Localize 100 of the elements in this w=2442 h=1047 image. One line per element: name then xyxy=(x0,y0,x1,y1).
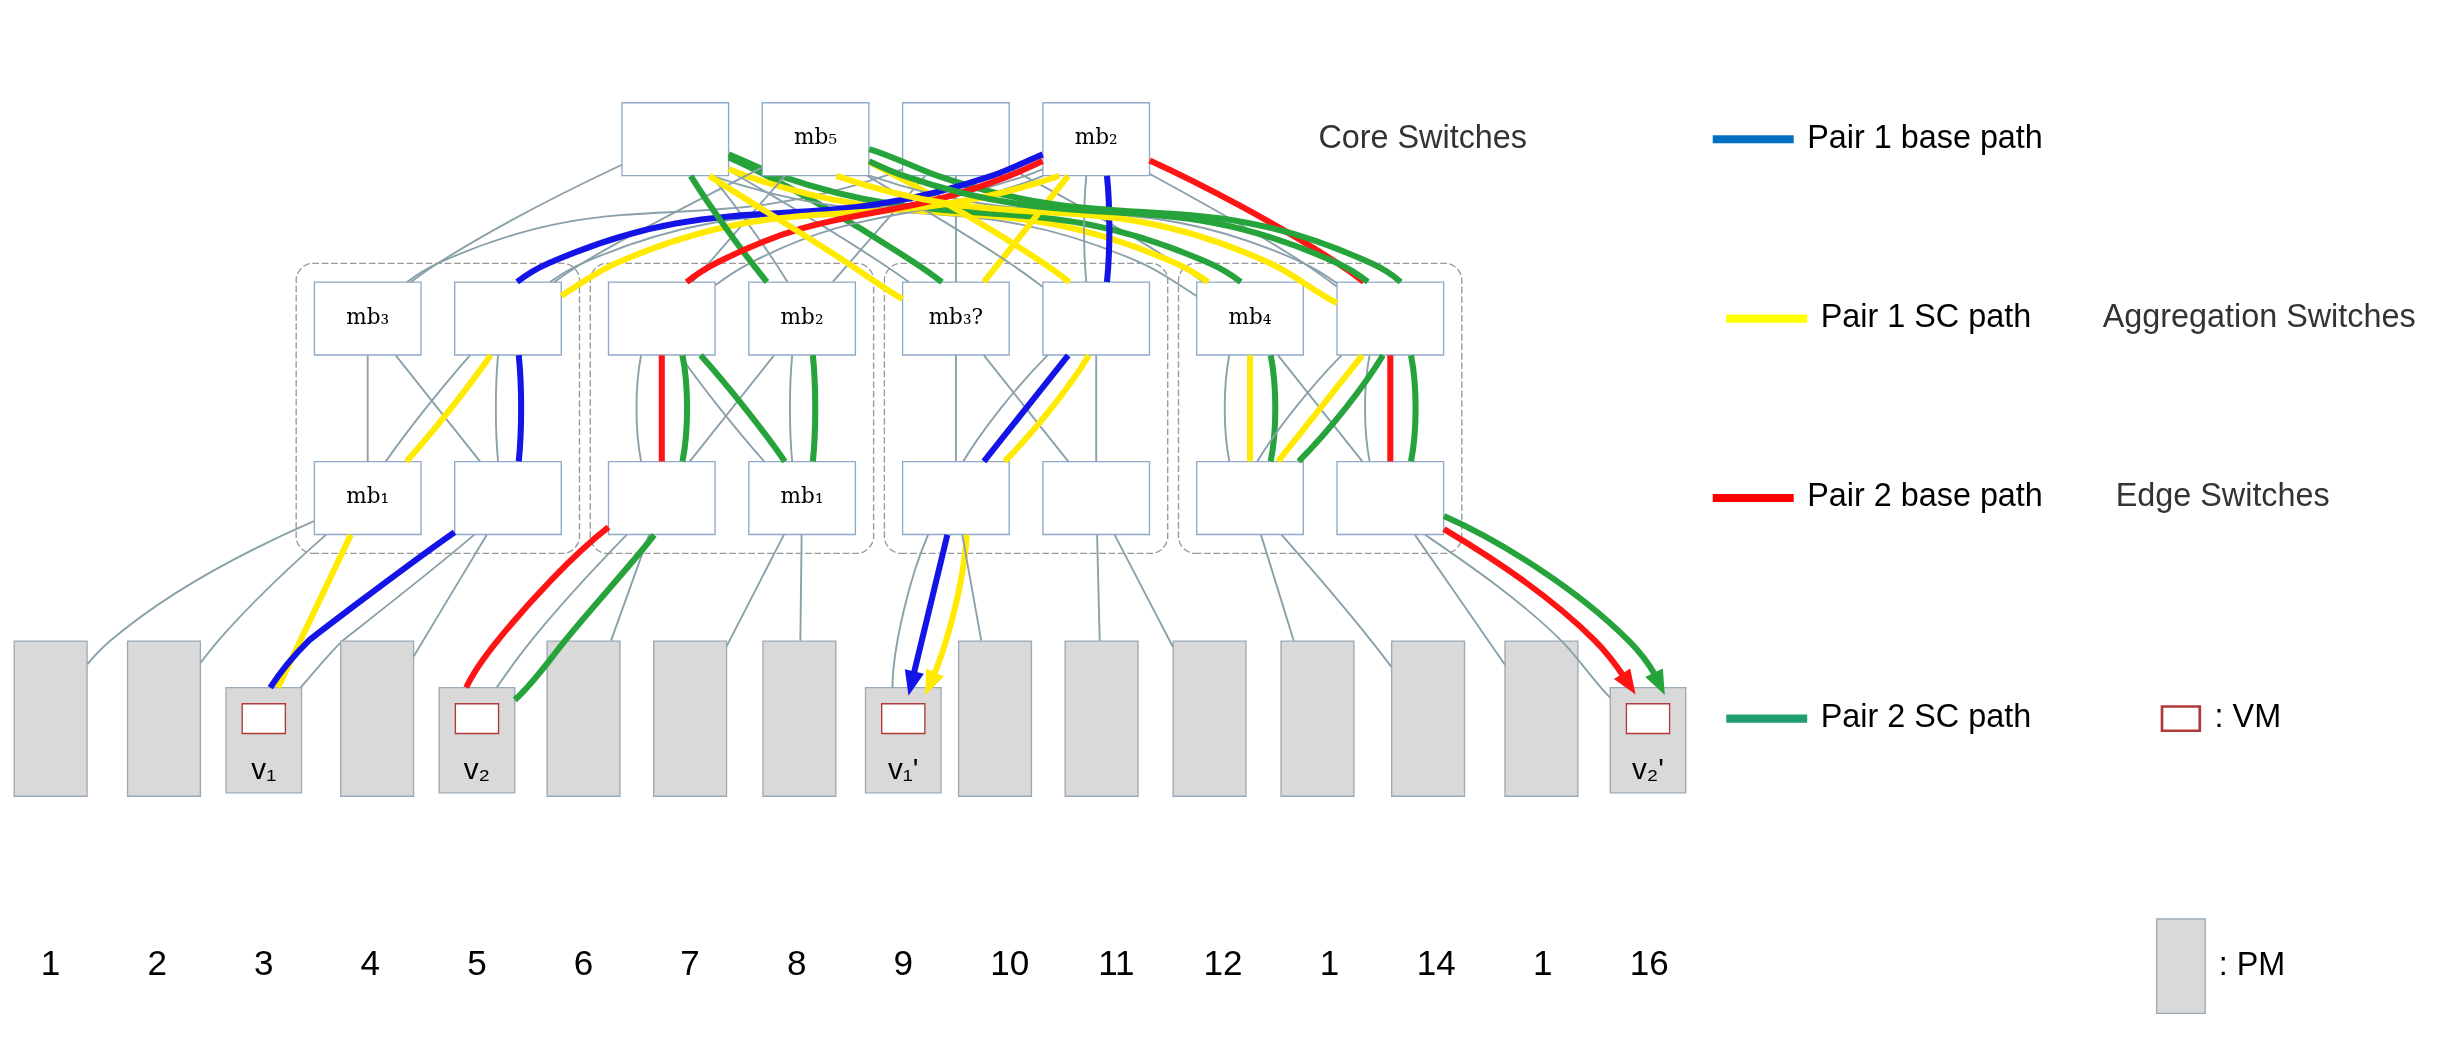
connector xyxy=(1280,533,1393,668)
node-box xyxy=(762,640,837,797)
connector xyxy=(981,173,1071,284)
node-box xyxy=(1042,460,1151,536)
node-box xyxy=(126,640,202,797)
connector xyxy=(394,354,481,463)
connector xyxy=(1148,157,1366,285)
node-box: mb₃ xyxy=(313,281,422,356)
node-box xyxy=(957,640,1033,797)
arrow xyxy=(925,534,970,696)
connector xyxy=(809,355,819,462)
connector xyxy=(688,354,775,463)
cluster: v₂' xyxy=(1609,686,1687,794)
connector xyxy=(366,354,369,463)
legend-label: : VM xyxy=(2214,698,2282,734)
node-box xyxy=(653,640,728,797)
connector xyxy=(1223,354,1231,463)
node-box xyxy=(13,640,88,797)
label: Edge Switches xyxy=(2115,477,2330,514)
arrow xyxy=(1442,513,1665,696)
connector xyxy=(698,353,788,464)
connector xyxy=(658,355,665,462)
connector xyxy=(799,533,803,642)
node-box xyxy=(1064,640,1139,797)
node-box xyxy=(1391,640,1466,797)
connector xyxy=(725,533,785,648)
node-box xyxy=(607,460,716,536)
connector xyxy=(635,354,643,463)
connector xyxy=(1296,353,1386,464)
connector xyxy=(1364,354,1371,463)
node-box xyxy=(621,102,730,177)
connector xyxy=(1413,533,1506,666)
arrow xyxy=(1442,526,1636,695)
label: 1 xyxy=(40,942,61,982)
node-box: mb₁ xyxy=(748,460,857,536)
node-box xyxy=(1196,460,1304,536)
connector xyxy=(1083,174,1088,283)
cluster: v₂ xyxy=(438,686,516,794)
node-box xyxy=(1280,640,1355,797)
connector xyxy=(1267,354,1279,462)
node-box xyxy=(241,703,287,735)
connector xyxy=(512,533,657,703)
label: 3 xyxy=(254,942,274,982)
cluster: v₁ xyxy=(225,686,303,794)
label: 9 xyxy=(893,942,914,982)
cluster xyxy=(295,262,581,555)
connector xyxy=(86,520,315,666)
connector xyxy=(1103,175,1113,283)
node-box: mb₄ xyxy=(1196,281,1304,356)
connector xyxy=(495,533,628,689)
legend-label: Pair 1 SC path xyxy=(1820,297,2032,334)
label: 4 xyxy=(360,942,381,982)
connector xyxy=(515,355,525,462)
cluster xyxy=(1177,262,1463,555)
node-box: mb₃? xyxy=(901,281,1010,356)
label: 8 xyxy=(786,942,807,982)
node-box xyxy=(454,460,562,536)
node-box xyxy=(546,640,621,797)
label: Core Switches xyxy=(1318,118,1528,155)
legend-label: : PM xyxy=(2218,945,2286,982)
node-box xyxy=(1172,640,1247,797)
node-box xyxy=(1336,281,1445,356)
connector xyxy=(1387,355,1394,462)
node-box xyxy=(1042,281,1151,356)
node-box: mb₂ xyxy=(1042,102,1151,177)
node-box xyxy=(340,640,415,797)
connector xyxy=(267,529,457,690)
connector xyxy=(412,533,488,658)
connector xyxy=(891,533,929,689)
connector xyxy=(384,354,471,463)
legend-label: Pair 1 base path xyxy=(1807,118,2043,155)
node-box: mb₅ xyxy=(761,102,870,177)
node-box xyxy=(454,703,500,735)
legend-label: Pair 2 SC path xyxy=(1820,698,2032,734)
connector xyxy=(1113,533,1174,648)
connector xyxy=(1256,354,1343,463)
connector xyxy=(404,353,494,464)
connector xyxy=(463,524,611,689)
connector xyxy=(494,354,499,463)
label: 1 xyxy=(1319,942,1340,982)
connector xyxy=(1408,354,1419,462)
label: 11 xyxy=(1098,942,1135,982)
connector xyxy=(961,533,983,642)
connector xyxy=(553,166,763,283)
connector xyxy=(410,163,623,283)
connector xyxy=(1002,353,1092,464)
label: 5 xyxy=(467,942,487,982)
label: 10 xyxy=(990,942,1030,982)
label: Aggregation Switches xyxy=(2102,297,2416,334)
cluster: v₁' xyxy=(864,686,942,794)
connector xyxy=(1246,355,1254,462)
connector xyxy=(1260,533,1295,642)
node-box xyxy=(901,102,1010,177)
connector xyxy=(678,354,766,463)
connector xyxy=(688,174,770,284)
connector xyxy=(299,533,476,689)
cluster xyxy=(589,262,875,555)
label: 16 xyxy=(1629,942,1669,982)
node-box xyxy=(454,281,562,356)
connector xyxy=(1096,533,1101,642)
